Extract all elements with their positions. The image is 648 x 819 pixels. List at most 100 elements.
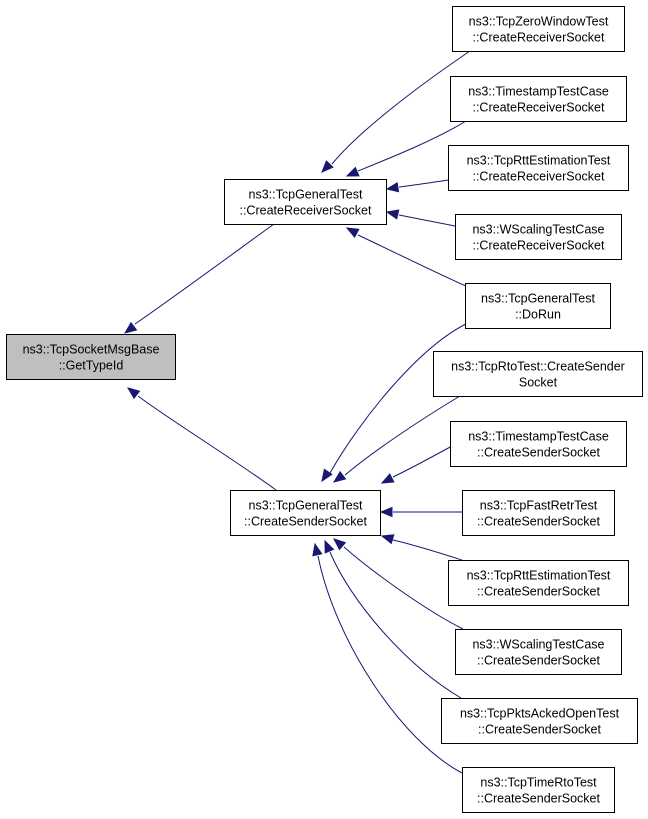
node-label-line: ns3::TcpZeroWindowTest [469, 15, 609, 29]
node-label-line: ns3::TcpFastRetrTest [480, 499, 598, 513]
edge-line [357, 120, 467, 172]
arrowhead-icon [379, 506, 393, 518]
node-label-line: ns3::TimestampTestCase [468, 430, 609, 444]
node-box [462, 490, 615, 536]
arrowhead-icon [123, 321, 138, 334]
node-label-line: ns3::TimestampTestCase [468, 85, 609, 99]
node-label-line: ns3::TcpTimeRtoTest [480, 776, 597, 790]
edge-gen_dorun-to-gen_send [321, 321, 471, 483]
node-box [465, 283, 611, 329]
nodes-layer: ns3::TcpSocketMsgBase::GetTypeIdns3::Tcp… [6, 6, 643, 813]
node-label-line: ::DoRun [515, 308, 561, 322]
edge-line [398, 214, 456, 227]
edge-line [331, 50, 471, 165]
arrowhead-icon [385, 209, 400, 220]
edge-line [134, 223, 275, 325]
edge-line [357, 234, 469, 288]
edge-line [392, 445, 453, 478]
node-box [433, 351, 643, 397]
arrowhead-icon [345, 227, 360, 239]
edge-pa_send-to-gen_send [324, 539, 462, 699]
node-label-line: ns3::TcpGeneralTest [481, 292, 595, 306]
node-label-line: ns3::TcpGeneralTest [249, 188, 363, 202]
edge-gen_dorun-to-gen_recv [345, 227, 469, 288]
arrowhead-icon [324, 539, 335, 554]
node-fr_send[interactable]: ns3::TcpFastRetrTest::CreateSenderSocket [462, 490, 615, 536]
edge-line [329, 321, 471, 474]
node-rtt_send[interactable]: ns3::TcpRttEstimationTest::CreateSenderS… [448, 560, 629, 606]
arrowhead-icon [332, 538, 347, 551]
edges-layer [123, 50, 471, 774]
node-gen_recv[interactable]: ns3::TcpGeneralTest::CreateReceiverSocke… [224, 179, 387, 225]
node-box [462, 767, 615, 813]
node-label-line: ns3::TcpRttEstimationTest [467, 154, 611, 168]
node-label-line: ns3::TcpSocketMsgBase [23, 343, 160, 357]
arrowhead-icon [321, 468, 333, 483]
edge-rto_send-to-gen_send [332, 395, 461, 483]
edge-line [398, 179, 449, 188]
node-label-line: ::GetTypeId [59, 359, 124, 373]
node-rtt_recv[interactable]: ns3::TcpRttEstimationTest::CreateReceive… [448, 145, 629, 191]
node-box [450, 421, 627, 467]
node-label-line: ns3::TcpRtoTest::CreateSender [451, 360, 625, 374]
node-box [6, 334, 176, 380]
node-label-line: ns3::TcpRttEstimationTest [467, 569, 611, 583]
arrowhead-icon [321, 160, 334, 173]
node-box [448, 560, 629, 606]
node-label-line: ::CreateReceiverSocket [472, 239, 605, 253]
node-label-line: Socket [519, 376, 558, 390]
node-ws_recv[interactable]: ns3::WScalingTestCase::CreateReceiverSoc… [455, 214, 622, 260]
arrowhead-icon [380, 534, 395, 545]
node-gen_send[interactable]: ns3::TcpGeneralTest::CreateSenderSocket [230, 490, 381, 536]
edge-trto_send-to-gen_send [312, 542, 463, 774]
node-label-line: ::CreateSenderSocket [477, 585, 601, 599]
edge-ts_send-to-gen_send [380, 445, 453, 484]
node-msgbase: ns3::TcpSocketMsgBase::GetTypeId [6, 334, 176, 380]
edge-rtt_recv-to-gen_recv [385, 179, 449, 193]
node-rto_send[interactable]: ns3::TcpRtoTest::CreateSenderSocket [433, 351, 643, 397]
node-ws_send[interactable]: ns3::WScalingTestCase::CreateSenderSocke… [455, 629, 622, 675]
edge-rtt_send-to-gen_send [380, 534, 463, 561]
node-box [452, 6, 625, 52]
arrowhead-icon [332, 470, 347, 483]
arrowhead-icon [380, 473, 395, 484]
edge-ts_recv-to-gen_recv [345, 120, 467, 177]
node-label-line: ::CreateSenderSocket [477, 792, 601, 806]
node-label-line: ::CreateReceiverSocket [472, 31, 605, 45]
node-box [450, 76, 627, 122]
edge-fr_send-to-gen_send [379, 506, 463, 518]
node-label-line: ns3::WScalingTestCase [472, 223, 604, 237]
edge-zw_recv-to-gen_recv [321, 50, 471, 173]
node-label-line: ::CreateReceiverSocket [472, 170, 605, 184]
arrowhead-icon [312, 542, 323, 557]
node-label-line: ::CreateSenderSocket [477, 515, 601, 529]
edge-line [392, 539, 463, 561]
node-ts_recv[interactable]: ns3::TimestampTestCase::CreateReceiverSo… [450, 76, 627, 122]
arrowhead-icon [385, 182, 400, 193]
node-box [224, 179, 387, 225]
edge-line [329, 551, 462, 699]
node-box [455, 214, 622, 260]
node-label-line: ns3::TcpGeneralTest [249, 499, 363, 513]
edge-ws_recv-to-gen_recv [385, 209, 456, 227]
node-label-line: ns3::WScalingTestCase [472, 638, 604, 652]
node-zw_recv[interactable]: ns3::TcpZeroWindowTest::CreateReceiverSo… [452, 6, 625, 52]
node-label-line: ::CreateSenderSocket [244, 515, 368, 529]
node-label-line: ::CreateReceiverSocket [472, 101, 605, 115]
edge-line [317, 555, 463, 774]
node-gen_dorun[interactable]: ns3::TcpGeneralTest::DoRun [465, 283, 611, 329]
node-label-line: ::CreateReceiverSocket [239, 204, 372, 218]
node-label-line: ::CreateSenderSocket [478, 723, 602, 737]
arrowhead-icon [345, 166, 360, 177]
node-box [455, 629, 622, 675]
node-ts_send[interactable]: ns3::TimestampTestCase::CreateSenderSock… [450, 421, 627, 467]
edge-gen_recv-to-msgbase [123, 223, 275, 334]
node-label-line: ::CreateSenderSocket [477, 654, 601, 668]
edge-ws_send-to-gen_send [332, 538, 464, 630]
node-trto_send[interactable]: ns3::TcpTimeRtoTest::CreateSenderSocket [462, 767, 615, 813]
node-pa_send[interactable]: ns3::TcpPktsAckedOpenTest::CreateSenderS… [441, 698, 638, 744]
edge-line [344, 395, 461, 476]
edge-gen_send-to-msgbase [126, 387, 277, 491]
node-label-line: ns3::TcpPktsAckedOpenTest [460, 707, 620, 721]
